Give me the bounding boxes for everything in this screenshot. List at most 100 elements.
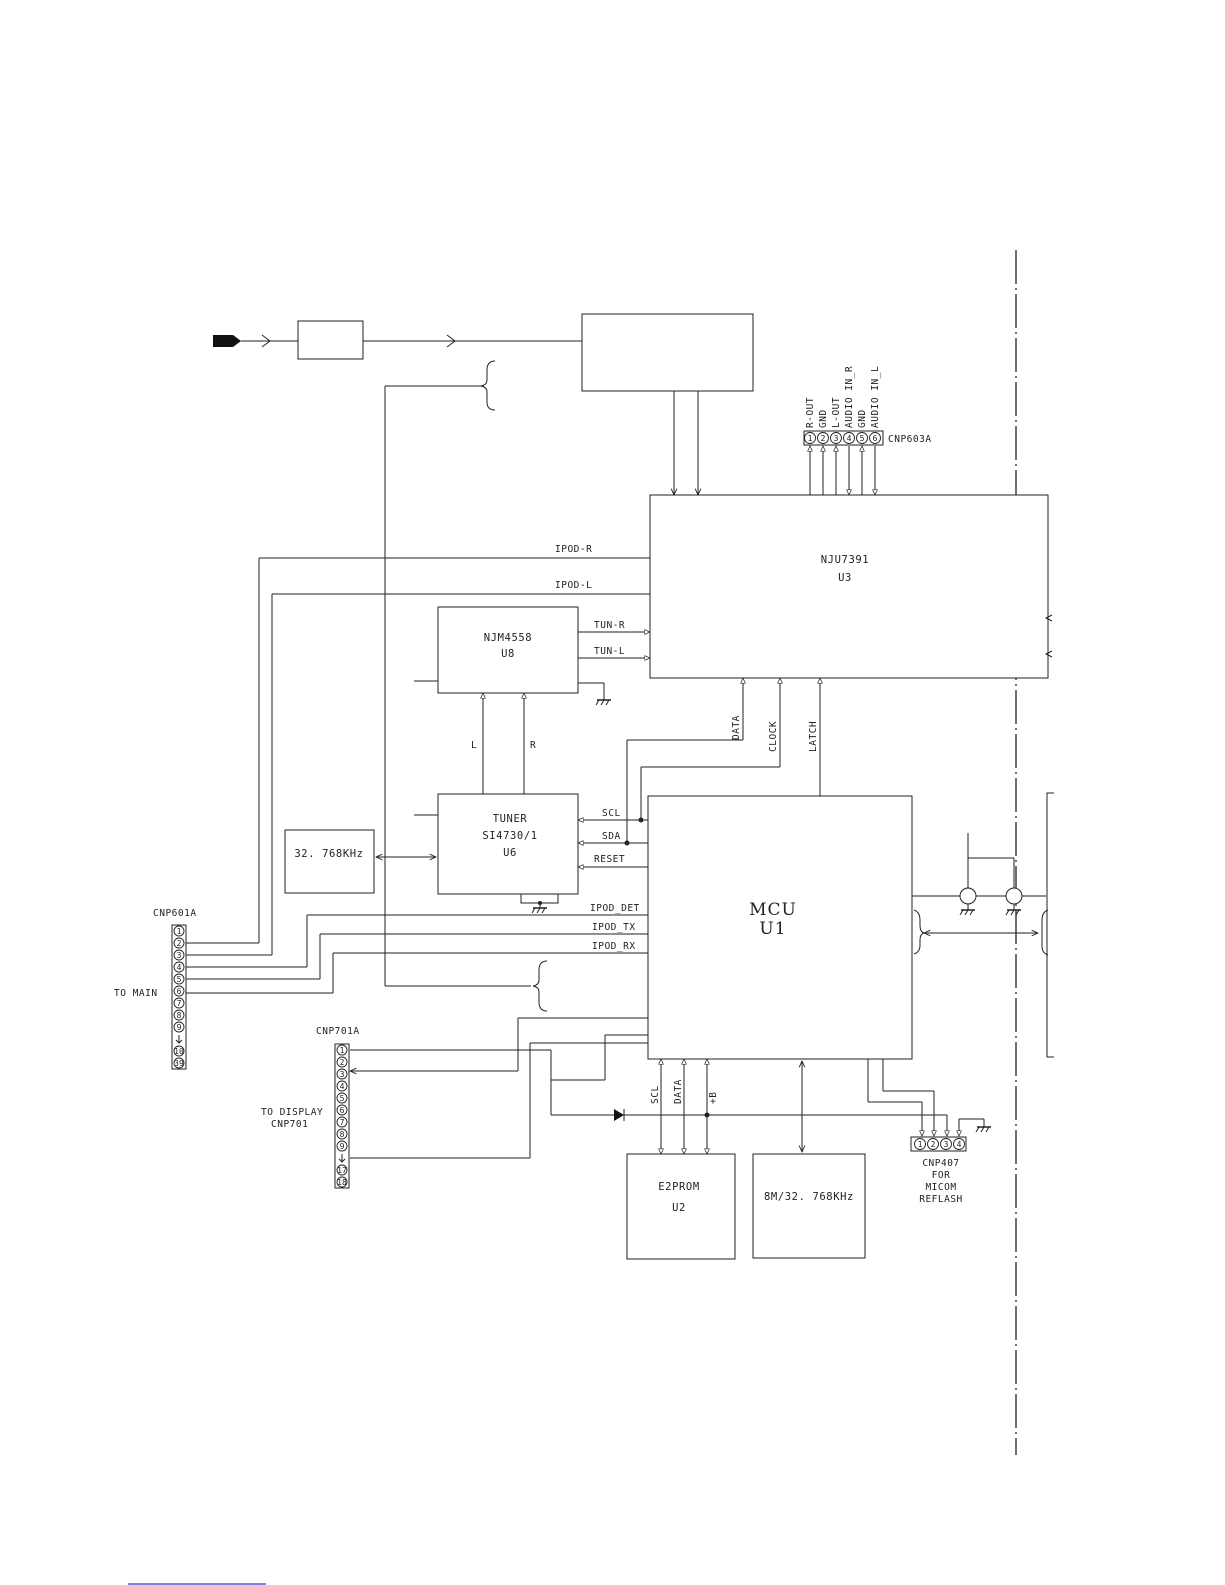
connector-pin: 2 <box>817 432 829 444</box>
njm4558-block <box>437 606 579 694</box>
pin-number: 2 <box>177 939 182 948</box>
connector-pin: 2 <box>173 937 185 949</box>
cnp407-name: CNP407 <box>922 1158 959 1169</box>
pin-number: 18 <box>337 1178 347 1187</box>
connector-pin: 6 <box>869 432 881 444</box>
connector-pin: 1 <box>914 1138 926 1150</box>
connector-pin: 9 <box>336 1140 348 1152</box>
l-label: L <box>471 740 477 751</box>
crystal-8m-block <box>752 1153 866 1259</box>
data-label: DATA <box>731 715 742 740</box>
r-label: R <box>530 740 536 751</box>
pin-number: 6 <box>340 1106 345 1115</box>
to-display-cnp701-label: CNP701 <box>271 1119 308 1130</box>
pin-number: 17 <box>337 1166 347 1175</box>
connector-pin: 8 <box>336 1128 348 1140</box>
test-point-icon <box>1005 887 1023 905</box>
pin-number: 6 <box>873 434 878 443</box>
connector-pin: 2 <box>336 1056 348 1068</box>
cnp701a-connector: 123 45 6 78 9 17 18 <box>334 1043 350 1189</box>
e2prom-block <box>626 1153 736 1260</box>
latch-label: LATCH <box>808 721 819 752</box>
ground-icon <box>975 1126 992 1133</box>
connector-pin: 18 <box>336 1176 348 1188</box>
cnp701a-name: CNP701A <box>316 1026 360 1037</box>
antenna-input-icon <box>213 335 241 347</box>
pin-number: 10 <box>174 1047 184 1056</box>
pin-number: 1 <box>340 1046 345 1055</box>
diode-icon <box>614 1109 624 1121</box>
e2prom-name: E2PROM <box>658 1181 700 1193</box>
pin-number: 3 <box>177 951 182 960</box>
connector-pin: 3 <box>940 1138 952 1150</box>
cnp603a-pin-label: R-OUT <box>805 397 816 428</box>
njm4558-name: NJM4558 <box>484 632 532 644</box>
connector-pin: 39 <box>173 1057 185 1069</box>
ipod-r-label: IPOD-R <box>555 544 592 555</box>
input-filter-block <box>297 320 364 360</box>
reset-label: RESET <box>594 854 625 865</box>
cnp407-for: FOR <box>932 1170 951 1181</box>
connector-pin: 3 <box>336 1068 348 1080</box>
mcu-name: MCU <box>749 900 797 920</box>
cnp603a-name: CNP603A <box>888 434 932 445</box>
pin-number: 5 <box>177 975 182 984</box>
tuner-ref: U6 <box>503 847 517 859</box>
pin-number: 9 <box>340 1142 345 1151</box>
connector-pin: 3 <box>173 949 185 961</box>
ipod-tx-label: IPOD_TX <box>592 922 636 933</box>
sda-label: SDA <box>602 831 621 842</box>
pin-number: 7 <box>340 1118 345 1127</box>
ground-icon <box>959 909 976 916</box>
brace-top <box>480 360 496 411</box>
ipod-l-label: IPOD-L <box>555 580 592 591</box>
e2prom-ref: U2 <box>672 1202 686 1214</box>
connector-pin: 17 <box>336 1164 348 1176</box>
cnp603a-pin-label: L-OUT <box>831 397 842 428</box>
pin-number: 6 <box>177 987 182 996</box>
e2-scl-label: SCL <box>650 1085 661 1104</box>
njm4558-ref: U8 <box>501 648 515 660</box>
connector-pin: 4 <box>173 961 185 973</box>
pin-number: 4 <box>177 963 182 972</box>
connector-pin: 4 <box>843 432 855 444</box>
e2-data-label: DATA <box>673 1079 684 1104</box>
pin-number: 4 <box>340 1082 345 1091</box>
connector-pin: 2 <box>927 1138 939 1150</box>
connector-pin: 9 <box>173 1021 185 1033</box>
pin-number: 7 <box>177 999 182 1008</box>
tuner-block <box>437 793 579 895</box>
connector-pin: 1 <box>804 432 816 444</box>
connector-pin: 5 <box>856 432 868 444</box>
cnp601a-name: CNP601A <box>153 908 197 919</box>
cnp603a-pin-label: GND <box>857 409 868 428</box>
ipod-det-label: IPOD_DET <box>590 903 640 914</box>
nju7391-ref: U3 <box>838 572 852 584</box>
arrow-down-icon <box>175 1035 183 1044</box>
cnp603a-pin-label: AUDIO IN_L <box>870 366 881 428</box>
pin-number: 4 <box>957 1140 962 1149</box>
pin-number: 1 <box>918 1140 923 1149</box>
tuner-part: SI4730/1 <box>482 830 537 842</box>
connector-pin: 1 <box>173 925 185 937</box>
test-point-icon <box>959 887 977 905</box>
pin-number: 3 <box>944 1140 949 1149</box>
pin-number: 1 <box>808 434 813 443</box>
crystal-32k-label: 32. 768KHz <box>294 848 363 860</box>
e2-b-label: +B <box>708 1092 719 1104</box>
connector-pin: 5 <box>336 1092 348 1104</box>
pin-number: 3 <box>834 434 839 443</box>
scl-label: SCL <box>602 808 621 819</box>
pin-number: 39 <box>174 1059 184 1068</box>
crystal-32k-block <box>284 829 375 894</box>
connector-pin: 10 <box>173 1045 185 1057</box>
pin-number: 1 <box>177 927 182 936</box>
connector-pin: 6 <box>173 985 185 997</box>
connector-pin: 6 <box>336 1104 348 1116</box>
connector-pin: 4 <box>336 1080 348 1092</box>
pin-number: 2 <box>931 1140 936 1149</box>
